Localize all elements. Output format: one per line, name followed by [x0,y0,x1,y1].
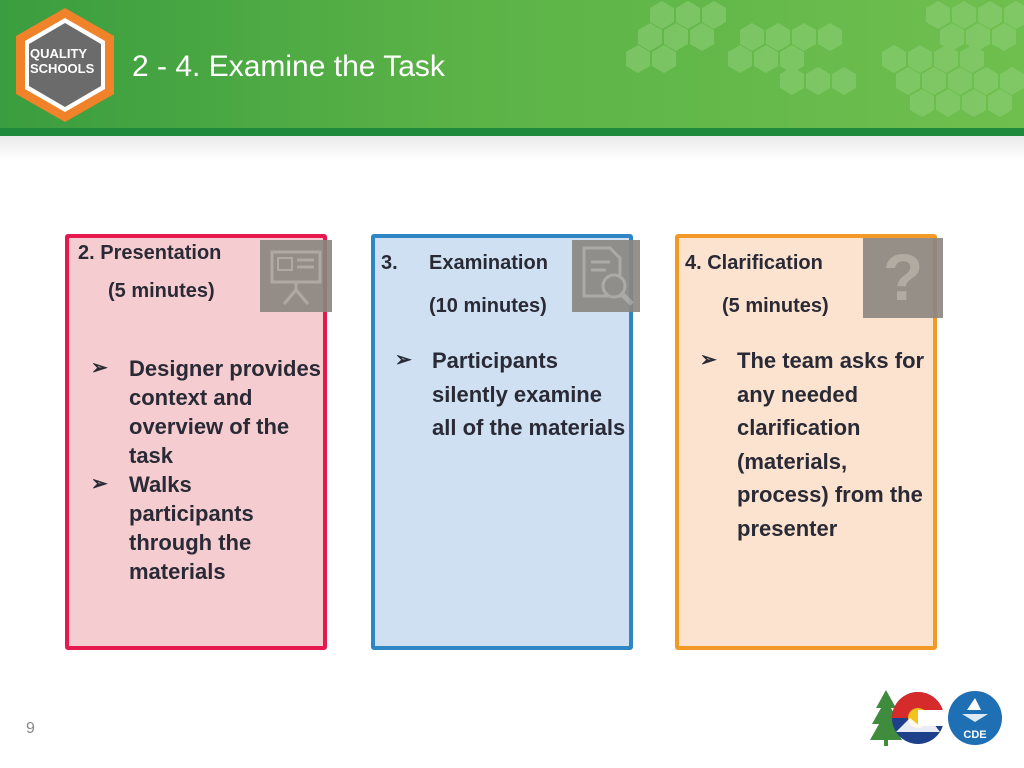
card-duration: (5 minutes) [108,280,215,302]
logo-text: QUALITY SCHOOLS [30,46,100,76]
card-heading: 2. Presentation [78,242,222,264]
logo-line-1: QUALITY [30,46,88,61]
arrow-bullet-icon: ➢ [700,349,717,371]
document-search-icon [572,240,640,312]
arrow-bullet-icon: ➢ [91,357,108,379]
card-heading-number: 3. [381,252,398,274]
presentation-board-icon [260,240,332,312]
bullet-text: The team asks for any needed clarificati… [737,348,925,541]
question-mark-icon: ? [863,238,943,318]
card-heading: 4. Clarification [685,252,823,274]
slide-title: 2 - 4. Examine the Task [132,50,445,83]
bullet-text: Participants silently examine all of the… [432,348,626,440]
card-duration: (10 minutes) [429,295,547,317]
examination-card: 3. Examination (10 minutes) ➢ Participan… [371,234,640,650]
presentation-card: 2. Presentation (5 minutes) ➢ Designer p… [65,234,332,650]
arrow-bullet-icon: ➢ [91,473,108,495]
card-heading: Examination [429,252,548,274]
header-stripe [0,128,1024,136]
colorado-cde-logo: CDE [870,690,1002,746]
hexagon-pattern [626,1,1024,117]
svg-text:?: ? [883,240,923,314]
arrow-bullet-icon: ➢ [395,349,412,371]
cde-label: CDE [963,729,986,741]
clarification-card: ? 4. Clarification (5 minutes) ➢ The tea… [675,234,943,650]
header-banner: QUALITY SCHOOLS 2 - 4. Examine the Task [0,0,1024,128]
header-shadow [0,136,1024,160]
bullet-text: Designer provides context and overview o… [129,356,321,468]
card-duration: (5 minutes) [722,295,829,317]
bullet-text: Walks participants through the materials [129,472,254,584]
logo-line-2: SCHOOLS [30,61,95,76]
page-number: 9 [26,720,35,737]
quality-schools-logo [16,8,114,122]
